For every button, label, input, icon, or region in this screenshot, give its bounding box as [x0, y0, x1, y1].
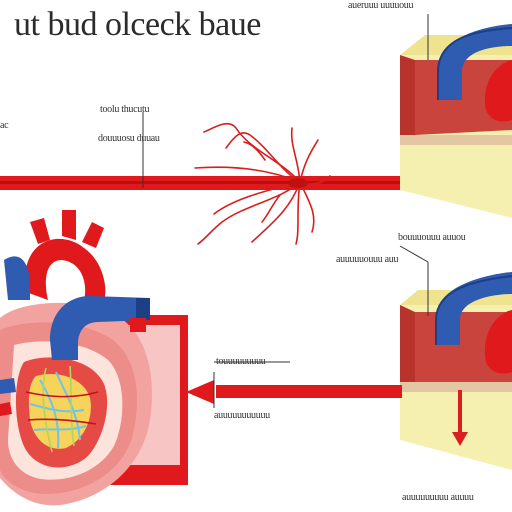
nerve-branches — [194, 123, 331, 245]
top-right-label: aueruuu uuuuouu — [348, 0, 414, 11]
tissue-block-top — [400, 14, 512, 218]
diagram-title: ut bud olceck baue — [14, 6, 261, 43]
top-artery — [0, 176, 400, 190]
mid-left-label-1: touuuuuuuuu — [216, 356, 266, 367]
nerve-junction — [288, 178, 308, 188]
heart-illustration — [0, 210, 188, 506]
mid-left-label-2: auuuuuuuuuuu — [214, 410, 270, 421]
tissue-block-bottom — [400, 262, 512, 470]
top-left-edge-label: ac — [0, 120, 9, 131]
bottom-artery — [186, 372, 402, 408]
mid-right-label-1: bouuuouuu auuou — [398, 232, 466, 243]
top-label-2: douuuosu duuau — [98, 133, 160, 144]
mid-right-label-2: auuuuuouuu auu — [336, 254, 399, 265]
mid-right-leader — [399, 245, 429, 263]
bottom-right-label: auuuuuuuuu auuuu — [402, 492, 474, 503]
top-label-1: toolu thucutu — [100, 104, 150, 115]
